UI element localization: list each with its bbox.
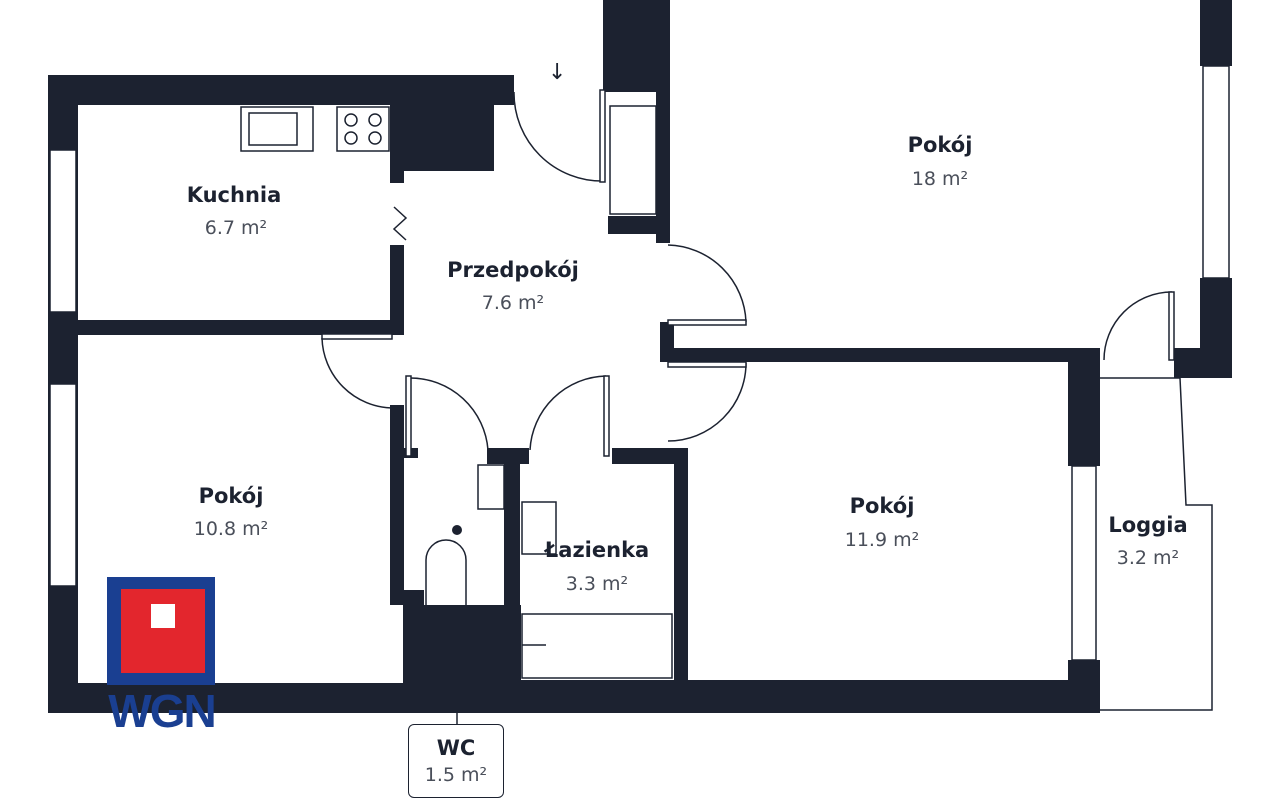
room-name-wc: WC bbox=[436, 736, 476, 760]
room-area-pokoj-right: 11.9 m² bbox=[845, 529, 919, 551]
room-labels: Kuchnia 6.7 m² Przedpokój 7.6 m² Pokój 1… bbox=[187, 133, 1188, 595]
room-area-loggia: 3.2 m² bbox=[1117, 547, 1179, 569]
doors bbox=[321, 89, 1175, 457]
wc-label-box: WC 1.5 m² bbox=[408, 724, 504, 798]
bathtub bbox=[521, 613, 673, 679]
logo-white-square bbox=[151, 604, 175, 628]
room-area-przedpokoj: 7.6 m² bbox=[482, 292, 544, 314]
loggia-outline bbox=[1100, 377, 1213, 711]
room-area-pokoj-top: 18 m² bbox=[912, 168, 968, 190]
bathroom-sink bbox=[521, 501, 557, 555]
room-name-pokoj-top: Pokój bbox=[908, 133, 973, 157]
kitchen-fixtures bbox=[240, 106, 390, 152]
flush-button bbox=[452, 525, 462, 535]
toilet bbox=[425, 539, 467, 605]
room-area-wc: 1.5 m² bbox=[424, 764, 488, 786]
wgn-logo: WGN bbox=[103, 577, 220, 737]
room-name-lazienka: Łazienka bbox=[544, 538, 649, 562]
kitchen-sink bbox=[240, 106, 314, 152]
room-area-kuchnia: 6.7 m² bbox=[205, 217, 267, 239]
logo-text: WGN bbox=[108, 685, 216, 737]
logo-red-square bbox=[121, 589, 205, 673]
entrance-arrow-icon: ↓ bbox=[548, 60, 567, 85]
wc-sink bbox=[477, 464, 505, 510]
wc-fixtures bbox=[425, 464, 505, 605]
room-name-pokoj-right: Pokój bbox=[850, 494, 915, 518]
room-area-lazienka: 3.3 m² bbox=[566, 573, 628, 595]
windows bbox=[49, 65, 1230, 661]
room-area-pokoj-left: 10.8 m² bbox=[194, 518, 268, 540]
room-name-kuchnia: Kuchnia bbox=[187, 183, 282, 207]
room-name-pokoj-left: Pokój bbox=[199, 484, 264, 508]
logo-square bbox=[107, 577, 215, 685]
stove bbox=[336, 106, 390, 152]
bathroom-fixtures bbox=[521, 501, 673, 679]
room-name-loggia: Loggia bbox=[1108, 513, 1187, 537]
room-name-przedpokoj: Przedpokój bbox=[447, 258, 579, 282]
